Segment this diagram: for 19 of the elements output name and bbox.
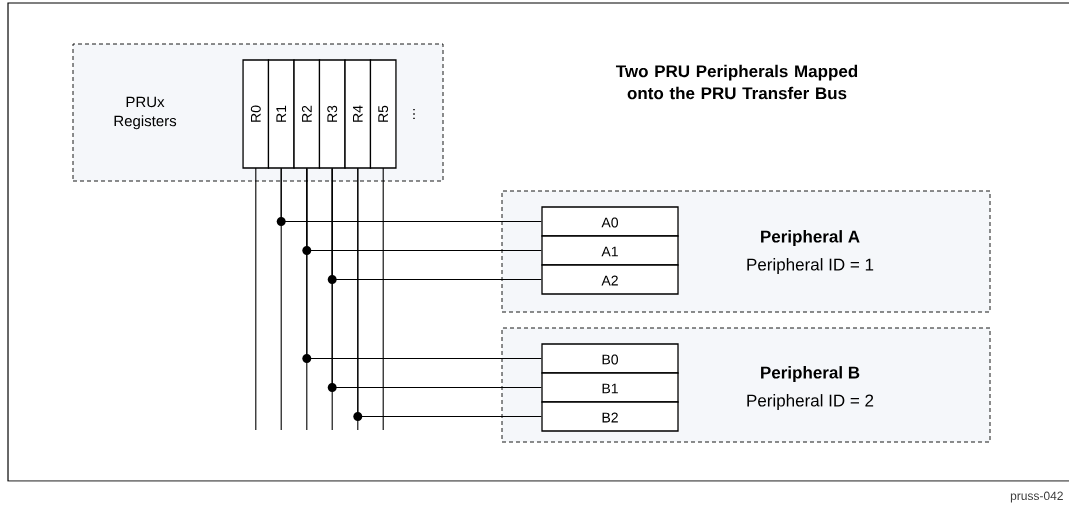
register-cell: A1 (541, 235, 679, 266)
register-cell: B0 (541, 343, 679, 374)
wire (280, 168, 542, 223)
register-cell: A2 (541, 264, 679, 295)
title: Two PRU Peripherals Mapped onto the PRU Transfer Bus (615, 64, 858, 100)
figure-id: pruss-042 (1010, 491, 1063, 503)
register-cell: R1 (267, 59, 295, 169)
register-cell: R4 (344, 59, 372, 169)
wire (331, 168, 542, 389)
register-cell: B1 (541, 372, 679, 403)
register-cell: A0 (541, 206, 679, 237)
register-cell: R2 (293, 59, 321, 169)
wire (306, 168, 542, 360)
wire (357, 168, 542, 418)
register-cell: R0 (242, 59, 270, 169)
register-cell: R3 (318, 59, 346, 169)
register-cell: B2 (541, 401, 679, 432)
register-cell: R5 (369, 59, 397, 169)
ellipsis: … (413, 108, 415, 120)
